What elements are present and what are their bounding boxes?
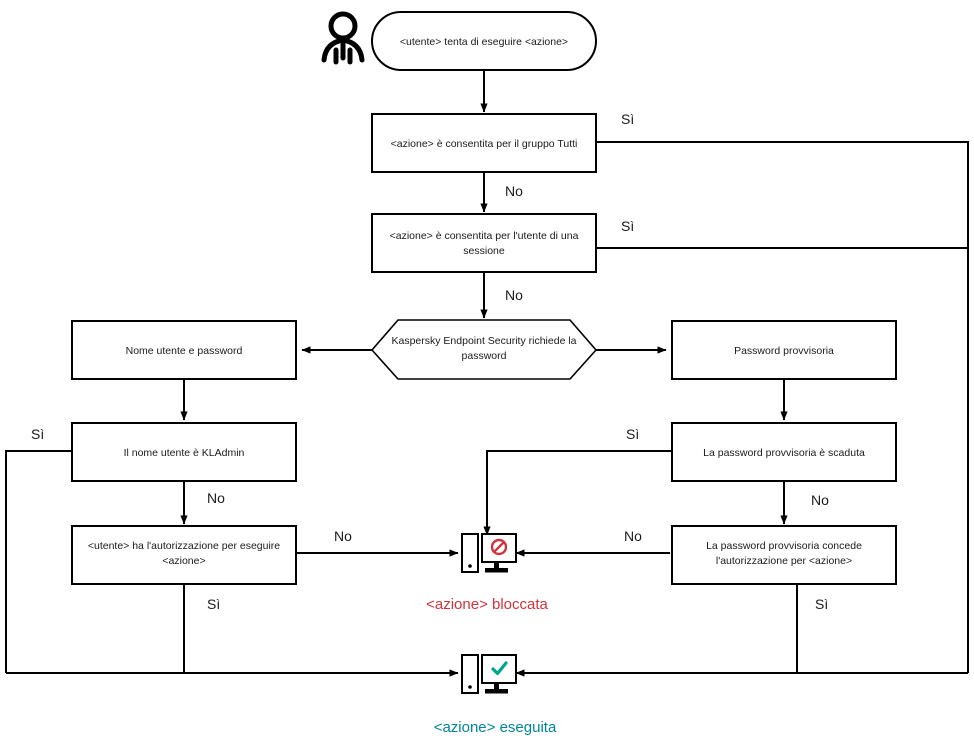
edge-labels: Sì No Sì No Sì No Sì No No No Sì Sì xyxy=(31,111,829,612)
edge-label-session-user-yes: Sì xyxy=(621,218,634,234)
node-kes-requests-password-line1: Kaspersky Endpoint Security richiede la xyxy=(391,335,576,347)
edge-label-allowed-group-no: No xyxy=(505,183,523,199)
node-blocked[interactable]: <azione> bloccata xyxy=(426,533,549,613)
node-username-is-kladmin-label: Il nome utente è KLAdmin xyxy=(124,447,245,459)
edge-label-expired-no: No xyxy=(811,492,829,508)
edge-label-expired-yes: Sì xyxy=(626,426,639,442)
flow-connectors xyxy=(5,70,969,677)
node-blocked-label: <azione> bloccata xyxy=(426,596,548,613)
edge-label-grants-yes: Sì xyxy=(815,596,828,612)
node-username-password-label: Nome utente e password xyxy=(126,345,243,357)
node-executed[interactable]: <azione> eseguita xyxy=(434,654,557,736)
node-start-label: <utente> tenta di eseguire <azione> xyxy=(400,36,568,48)
edge-label-kladmin-no: No xyxy=(207,490,225,506)
node-user-has-permission-line1: <utente> ha l'autorizzazione per eseguir… xyxy=(88,540,280,552)
edge-label-session-user-no: No xyxy=(505,287,523,303)
computer-check-icon xyxy=(461,654,517,694)
node-allowed-session-user-line2: sessione xyxy=(463,245,505,257)
edge-label-allowed-group-yes: Sì xyxy=(621,111,634,127)
node-user-has-permission[interactable]: <utente> ha l'autorizzazione per eseguir… xyxy=(71,525,297,585)
node-user-has-permission-line2: <azione> xyxy=(162,555,205,567)
node-temp-password-grants-line2: l'autorizzazione per <azione> xyxy=(716,555,852,567)
edge-expired-yes xyxy=(483,450,672,536)
node-start[interactable]: <utente> tenta di eseguire <azione> xyxy=(371,11,597,71)
edge-label-permission-no: No xyxy=(334,528,352,544)
node-temp-password-label: Password provvisoria xyxy=(734,345,834,357)
node-allowed-session-user-line1: <azione> è consentita per l'utente di un… xyxy=(390,230,579,242)
node-executed-label: <azione> eseguita xyxy=(434,719,557,736)
edge-label-grants-no: No xyxy=(624,528,642,544)
node-kes-requests-password[interactable]: Kaspersky Endpoint Security richiede la … xyxy=(370,319,598,380)
node-username-is-kladmin[interactable]: Il nome utente è KLAdmin xyxy=(71,422,297,482)
node-temp-password[interactable]: Password provvisoria xyxy=(671,320,897,380)
edge-label-permission-yes: Sì xyxy=(207,596,220,612)
edge-label-kladmin-yes: Sì xyxy=(31,426,44,442)
node-temp-password-grants-line1: La password provvisoria concede xyxy=(706,540,862,552)
edge-kladmin-yes xyxy=(5,450,72,673)
node-allowed-group-label: <azione> è consentita per il gruppo Tutt… xyxy=(391,138,578,150)
node-username-password[interactable]: Nome utente e password xyxy=(71,320,297,380)
node-allowed-group[interactable]: <azione> è consentita per il gruppo Tutt… xyxy=(371,113,597,173)
node-allowed-session-user[interactable]: <azione> è consentita per l'utente di un… xyxy=(371,213,597,273)
node-temp-password-grants[interactable]: La password provvisoria concede l'autori… xyxy=(671,525,897,585)
computer-blocked-icon xyxy=(461,533,517,573)
node-temp-password-expired[interactable]: La password provvisoria è scaduta xyxy=(671,422,897,482)
actor-user-icon xyxy=(321,11,365,65)
node-temp-password-expired-label: La password provvisoria è scaduta xyxy=(703,447,865,459)
edge-allowed-group-yes xyxy=(596,141,969,673)
node-kes-requests-password-line2: password xyxy=(462,350,507,362)
